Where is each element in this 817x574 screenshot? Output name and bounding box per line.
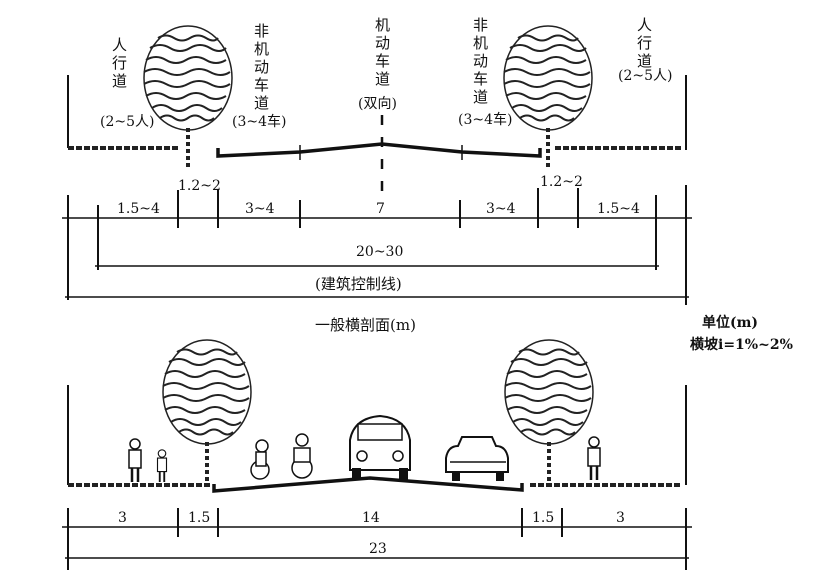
capacity-note: (2~5人) <box>100 114 154 130</box>
pedestrian-icon <box>156 448 168 483</box>
label-char: 道 <box>112 72 127 90</box>
pedestrian-icon <box>127 437 143 484</box>
motor-lane-label: 机 动 车 道 (双向) <box>358 16 397 112</box>
dimension-label: 1.5 <box>188 510 210 526</box>
label-char: 人 <box>637 16 652 34</box>
dimension-label: 14 <box>362 510 380 526</box>
label-char: 道 <box>473 88 488 106</box>
cyclist-icon <box>291 433 313 479</box>
label-char: 行 <box>112 54 127 72</box>
label-char: 动 <box>473 52 488 70</box>
dimension-label: 1.5~4 <box>597 201 640 217</box>
label-char: 车 <box>375 52 390 70</box>
right-bike-lane-label: 非 机 动 车 道 (3~4车) <box>458 16 512 128</box>
label-char: 机 <box>254 40 269 58</box>
right-sidewalk-label: 人 行 道 (2~5人) <box>618 16 672 84</box>
dimension-label: 1.2~2 <box>178 178 221 194</box>
dimension-label: 3~4 <box>486 201 516 217</box>
capacity-note: (2~5人) <box>618 68 672 84</box>
capacity-note: (3~4车) <box>458 111 512 128</box>
control-line-label: (建筑控制线) <box>315 275 402 293</box>
label-char: 非 <box>473 16 488 34</box>
car-rear-icon <box>445 436 509 481</box>
label-char: 人 <box>112 36 127 54</box>
section-title: 一般横剖面(m) <box>315 316 416 334</box>
dimension-label: 3 <box>616 510 625 526</box>
label-char: 道 <box>637 52 652 70</box>
roadway-surface <box>212 476 524 493</box>
dimension-line-bottom: 3 1.5 14 1.5 3 <box>62 508 692 570</box>
dimension-label: 1.5~4 <box>117 201 160 217</box>
dimension-label: 7 <box>376 201 385 217</box>
bottom-section: 3 1.5 14 1.5 3 23 <box>62 338 692 570</box>
red-line-width-label: 20~30 <box>356 244 403 260</box>
dimension-line-lanes: 1.5~4 1.2~2 3~4 7 3~4 1.2~2 1.5~4 <box>62 174 692 305</box>
top-section: 人 行 道 (2~5人) 非 机 动 车 道 (3~4车) 机 动 车 道 (双… <box>62 16 692 334</box>
label-char: 动 <box>254 58 269 76</box>
unit-label: 单位(m) <box>702 314 758 331</box>
label-char: 车 <box>473 70 488 88</box>
dimension-label: 3~4 <box>245 201 275 217</box>
cyclist-icon <box>250 439 270 480</box>
capacity-note: (3~4车) <box>232 113 286 130</box>
dimension-label: 1.5 <box>532 510 554 526</box>
label-char: 行 <box>637 34 652 52</box>
total-width-label: 23 <box>369 541 387 557</box>
tree-icon <box>503 338 595 486</box>
slope-label: 横坡i=1%~2% <box>690 336 793 353</box>
dimension-label: 1.2~2 <box>540 174 583 190</box>
tree-icon <box>161 338 253 486</box>
car-front-icon <box>349 414 411 480</box>
tree-icon <box>502 24 594 172</box>
left-bike-lane-label: 非 机 动 车 道 (3~4车) <box>232 22 286 130</box>
label-char: 道 <box>254 94 269 112</box>
label-char: 机 <box>375 16 390 34</box>
direction-note: (双向) <box>358 96 397 112</box>
label-char: 机 <box>473 34 488 52</box>
label-char: 非 <box>254 22 269 40</box>
left-sidewalk-label: 人 行 道 (2~5人) <box>100 36 154 130</box>
dimension-label: 3 <box>118 510 127 526</box>
label-char: 动 <box>375 34 390 52</box>
pedestrian-icon <box>586 435 602 482</box>
roadway-surface <box>216 142 542 158</box>
label-char: 车 <box>254 76 269 94</box>
label-char: 道 <box>375 70 390 88</box>
